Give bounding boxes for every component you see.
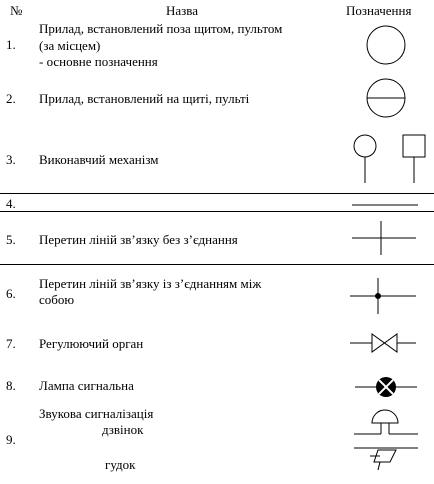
row-2-number: 2. [6,91,16,106]
row-9-number: 9. [6,432,16,447]
row-1-line-3: - основне позначення [39,54,158,69]
circle-symbol [366,25,406,65]
row-2-line-1: Прилад, встановлений на щиті, пульті [39,91,250,106]
header-name: Назва [166,3,199,18]
row-1-line-2: (за місцем) [39,38,101,53]
row-8-number: 8. [6,378,16,393]
cross-dot-symbol [350,278,416,314]
row-5-number: 5. [6,232,16,247]
row-6-line-1: Перетин ліній зв’язку із з’єднанням між [39,276,262,291]
circle-with-line-symbol [366,78,406,118]
row-7-line-1: Регулюючий орган [39,336,144,351]
row-4-number: 4. [6,196,16,211]
row-8-line-1: Лампа сигнальна [39,378,134,393]
row-7-number: 7. [6,336,16,351]
row-3-number: 3. [6,152,16,167]
header-symbol: Позначення [346,3,412,18]
row-6-number: 6. [6,286,16,301]
row-6-line-2: собою [39,292,75,307]
row-9-line-1: Звукова сигналізація [39,406,154,421]
row-1-line-1: Прилад, встановлений поза щитом, пультом [39,21,283,36]
divider [0,264,434,265]
divider [0,193,434,194]
row-9-line-3: гудок [105,457,136,472]
actuator-symbols [353,134,426,183]
lamp-symbol [355,377,417,397]
row-5-line-1: Перетин ліній зв’язку без з’єднання [39,232,238,247]
row-1-number: 1. [6,37,16,52]
cross-symbol [352,221,416,255]
row-3-line-1: Виконавчий механізм [39,152,159,167]
bell-horn-symbols [354,409,418,471]
line-symbol [352,204,418,206]
divider [0,211,434,212]
valve-symbol [350,333,416,353]
row-9-line-2: дзвінок [102,422,144,437]
header-number: № [10,3,23,18]
